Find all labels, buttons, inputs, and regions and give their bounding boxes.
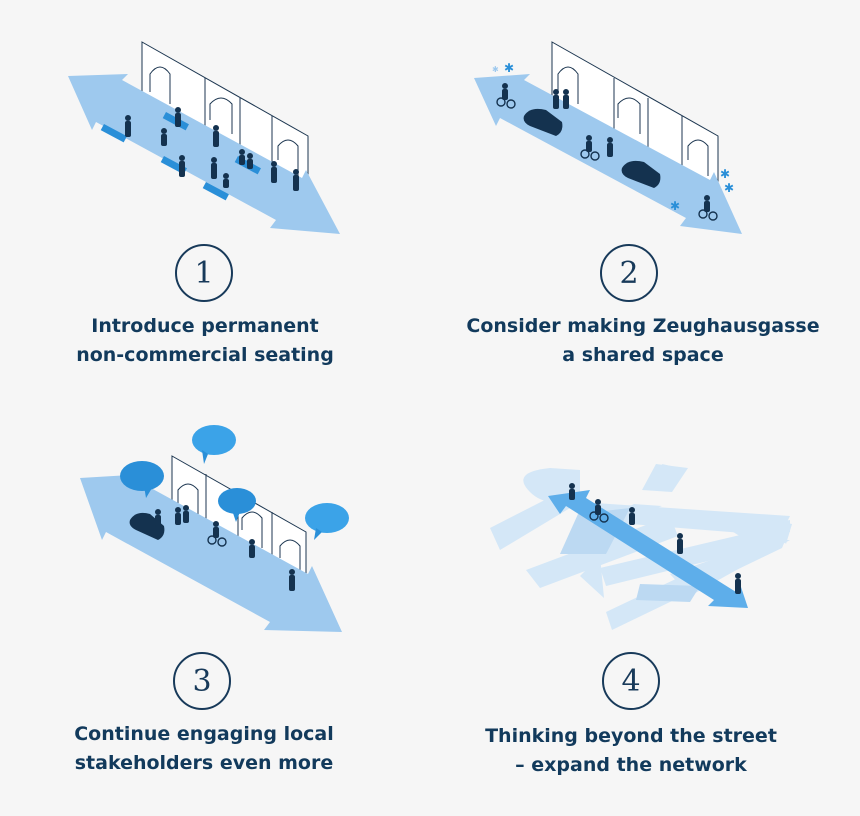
person-icon <box>125 107 299 191</box>
step-3-panel: 3 Continue engaging local stakeholders e… <box>0 408 430 816</box>
step-1-panel: 1 Introduce permanent non-commercial sea… <box>0 0 430 408</box>
step-2-panel: ✱ ✱ ✱ ✱ ✱ 2 Consider making Zeughausgass… <box>430 0 860 408</box>
network-illustration <box>490 464 792 630</box>
car-icon <box>523 108 661 188</box>
bicycle-icon <box>496 97 718 221</box>
person-icon <box>502 83 710 212</box>
arcade-building-icon <box>141 41 309 194</box>
svg-text:✱: ✱ <box>670 199 680 213</box>
bicycle-icon <box>207 535 227 547</box>
sparkle-icon: ✱ ✱ ✱ ✱ <box>504 61 734 213</box>
svg-text:✱: ✱ <box>504 61 514 75</box>
caption-line-1: Consider making Zeughausgasse <box>466 315 820 337</box>
step-number-badge: 4 <box>602 652 660 710</box>
caption-line-2: a shared space <box>562 344 724 366</box>
sparkle-icon: ✱ <box>492 65 499 74</box>
step-caption: Introduce permanent non-commercial seati… <box>0 312 420 370</box>
bicycle-icon <box>589 511 609 523</box>
step-4-panel: 4 Thinking beyond the street – expand th… <box>430 408 860 816</box>
svg-text:✱: ✱ <box>724 181 734 195</box>
stakeholders-illustration <box>80 425 349 632</box>
caption-line-1: Introduce permanent <box>91 315 319 337</box>
caption-line-1: Thinking beyond the street <box>485 725 777 747</box>
caption-line-1: Continue engaging local <box>74 723 334 745</box>
step-number-badge: 1 <box>175 244 233 302</box>
street-arrow-icon <box>548 490 748 608</box>
shared-space-illustration: ✱ ✱ ✱ ✱ ✱ <box>474 41 742 234</box>
step-number-badge: 3 <box>173 652 231 710</box>
street-arrow-icon <box>68 74 340 234</box>
seating-illustration <box>68 41 340 234</box>
caption-line-2: stakeholders even more <box>74 752 334 774</box>
step-caption: Continue engaging local stakeholders eve… <box>0 720 419 778</box>
caption-line-2: – expand the network <box>515 754 747 776</box>
step-number-badge: 2 <box>600 244 658 302</box>
person-icon <box>155 505 295 591</box>
step-caption: Consider making Zeughausgasse a shared s… <box>428 312 858 370</box>
speech-bubble-icon <box>120 425 349 540</box>
step-caption: Thinking beyond the street – expand the … <box>416 722 846 780</box>
svg-text:✱: ✱ <box>720 167 730 181</box>
caption-line-2: non-commercial seating <box>76 344 334 366</box>
